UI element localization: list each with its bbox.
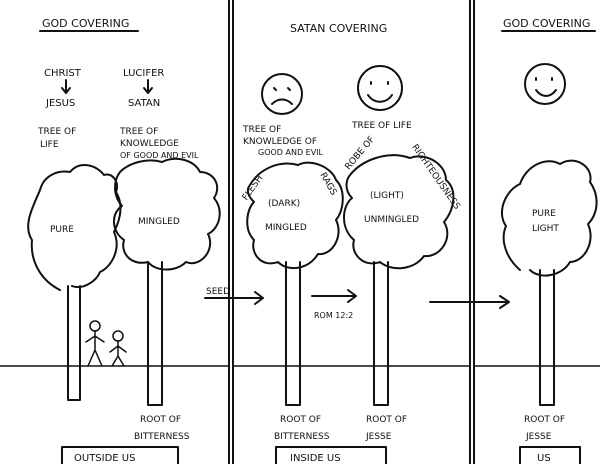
tree-2-body: MINGLED	[138, 217, 180, 227]
arrow-christ-jesus	[61, 79, 71, 94]
tree-3-label-line1: TREE OF	[242, 125, 281, 135]
happy-face-icon	[357, 65, 403, 111]
footer-inside-us: INSIDE US	[290, 453, 341, 464]
tree-2-trunk	[147, 261, 163, 406]
tree-3-label-line3: GOOD AND EVIL	[258, 148, 324, 157]
tree-4-label: TREE OF LIFE	[351, 121, 412, 131]
divider-right	[469, 0, 475, 464]
tree-3-root-line1: ROOT OF	[280, 415, 321, 425]
footer-box-inside	[275, 446, 387, 464]
tree-1-body: PURE	[50, 225, 74, 235]
tree-3-canopy	[246, 161, 344, 270]
tree-1-canopy	[27, 164, 122, 291]
tree-5-root-line1: ROOT OF	[524, 415, 565, 425]
footer-us: US	[537, 453, 551, 464]
label-jesus: JESUS	[45, 98, 75, 109]
tree-3-side-left: FLESH	[241, 174, 265, 203]
tree-2-label-line2: KNOWLEDGE	[120, 139, 179, 149]
tree-3-body-line1: (DARK)	[268, 199, 300, 209]
tree-4-root-line1: ROOT OF	[366, 415, 407, 425]
tree-1-label-line1: TREE OF	[37, 127, 76, 137]
smiling-face-icon	[524, 63, 566, 105]
divider-left	[228, 0, 234, 464]
tree-3-label-line2: KNOWLEDGE OF	[243, 137, 317, 147]
tree-2-root-line1: ROOT OF	[140, 415, 181, 425]
tree-5-canopy	[501, 159, 598, 277]
transition-arrow	[429, 295, 510, 309]
tree-3-side-right: RAGS	[317, 171, 338, 198]
rom-arrow	[311, 289, 357, 303]
tree-4-body-line2: UNMINGLED	[364, 215, 419, 225]
tree-5-trunk	[539, 269, 555, 406]
footer-box-outside	[61, 446, 179, 464]
footer-outside-us: OUTSIDE US	[74, 453, 135, 464]
tree-5-body-line2: LIGHT	[532, 224, 559, 234]
tree-4-root-line2: JESSE	[365, 432, 392, 442]
tree-5-body-line1: PURE	[532, 209, 556, 219]
heading-god-covering-right: GOD COVERING	[503, 17, 590, 30]
label-lucifer: LUCIFER	[123, 68, 164, 79]
tree-4-righteousness: RIGHTEOUSNESS	[409, 143, 462, 212]
sad-face-icon	[261, 73, 303, 115]
tree-5-root-line2: JESSE	[525, 432, 552, 442]
tree-2-root-line2: BITTERNESS	[134, 432, 190, 442]
tree-3-trunk	[285, 261, 301, 406]
stick-figure-icon	[85, 320, 127, 367]
tree-2-label-line3: OF GOOD AND EVIL	[120, 151, 199, 160]
label-satan: SATAN	[128, 98, 160, 109]
tree-4-trunk	[373, 261, 389, 406]
tree-1-trunk	[67, 285, 81, 401]
label-christ: CHRIST	[44, 68, 82, 79]
tree-4-body-line1: (LIGHT)	[370, 191, 404, 201]
arrow-lucifer-satan	[143, 79, 153, 94]
rom-label: ROM 12:2	[314, 311, 353, 320]
tree-3-body-line2: MINGLED	[265, 223, 307, 233]
footer-box-right	[519, 446, 581, 464]
tree-1-label-line2: LIFE	[40, 140, 59, 150]
tree-2-label-line1: TREE OF	[119, 127, 158, 137]
tree-3-root-line2: BITTERNESS	[274, 432, 330, 442]
tree-2-canopy	[113, 157, 221, 271]
seed-label: SEED	[206, 287, 230, 297]
tree-4-canopy	[343, 154, 455, 270]
seed-arrow	[204, 291, 264, 305]
heading-god-covering-left: GOD COVERING	[42, 17, 129, 30]
heading-satan-covering: SATAN COVERING	[290, 22, 387, 35]
